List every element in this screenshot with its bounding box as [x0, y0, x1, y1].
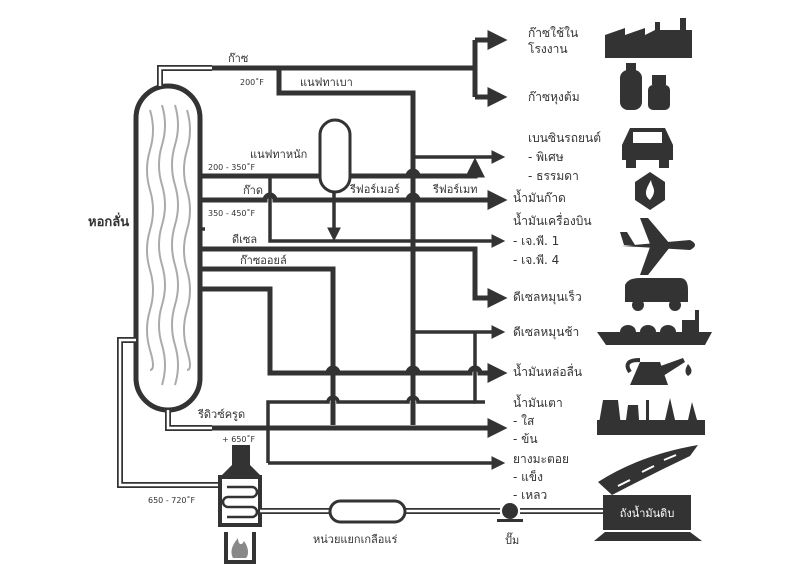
product-label: ดีเซลหมุนช้า: [513, 325, 579, 340]
column-vapor-waves: [146, 104, 191, 386]
product-label: เบนซินรถยนต์: [528, 131, 601, 145]
product-label: - ใส: [513, 414, 535, 428]
product-label: - แข็ง: [513, 469, 543, 484]
van-icon: [625, 278, 688, 311]
product-label: น้ำมันก๊าด: [513, 189, 566, 205]
lamp-flame-icon: [635, 172, 665, 210]
reformer-vessel: [318, 118, 352, 194]
gas-cylinder-icon: [620, 63, 670, 110]
crude-tank: ถังน้ำมันดิบ: [594, 495, 702, 541]
product-label: โรงงาน: [528, 42, 568, 56]
desalter-label: หน่วยแยกเกลือแร่: [313, 533, 397, 546]
product-label: น้ำมันเครื่องบิน: [513, 212, 592, 228]
power-plant-icon: [597, 398, 705, 435]
gas-oil-label: ก๊าซออยล์: [240, 254, 287, 267]
desalter-vessel: [328, 499, 407, 524]
product-label: - ธรรมดา: [528, 169, 579, 183]
diesel-label: ดีเซล: [232, 233, 257, 246]
product-label: - เจ.พี. 4: [513, 253, 559, 267]
light-naphtha-label: แนฟทาเบา: [300, 76, 353, 89]
furnace-temp: 650 - 720˚F: [148, 495, 196, 505]
gas-label: ก๊าซ: [228, 52, 249, 65]
product-label: - ข้น: [513, 432, 538, 446]
gas-temp: 200˚F: [240, 77, 264, 87]
product-labels: ก๊าซใช้ใน โรงงาน ก๊าซหุงต้ม เบนซินรถยนต์…: [513, 26, 601, 502]
heavy-naphtha-label: แนฟทาหนัก: [250, 148, 307, 161]
product-label: - พิเศษ: [528, 150, 564, 164]
product-label: ยางมะตอย: [513, 452, 569, 466]
column-label: หอกลั่น: [88, 212, 129, 230]
product-label: ก๊าซหุงต้ม: [528, 90, 580, 105]
ship-icon: [597, 310, 712, 345]
product-label: - เหลว: [513, 488, 547, 502]
reformate-label: รีฟอร์เมท: [432, 183, 478, 196]
reformer-label: รีฟอร์เมอร์: [349, 183, 400, 196]
reduced-crude-temp: + 650˚F: [222, 434, 256, 444]
pump-label: ปั๊ม: [505, 532, 519, 547]
product-label: ดีเซลหมุนเร็ว: [513, 289, 582, 305]
crude-tank-label: ถังน้ำมันดิบ: [620, 505, 675, 520]
furnace: [218, 445, 262, 564]
product-label: ก๊าซใช้ใน: [528, 26, 578, 40]
heavy-naphtha-temp: 200 - 350˚F: [208, 162, 256, 172]
road-icon: [598, 445, 698, 495]
factory-icon: [605, 18, 692, 58]
reduced-crude-label: รีดิวซ์ครูด: [197, 408, 245, 421]
oil-can-icon: [625, 358, 692, 385]
kerosene-temp: 350 - 450˚F: [208, 208, 256, 218]
product-label: น้ำมันเตา: [513, 394, 563, 410]
flame-icon: [231, 538, 249, 558]
kerosene-label: ก๊าด: [243, 184, 263, 197]
product-label: น้ำมันหล่อลื่น: [513, 363, 582, 379]
airplane-icon: [620, 218, 695, 275]
product-label: - เจ.พี. 1: [513, 234, 559, 248]
pump-icon: [502, 503, 518, 519]
car-icon: [622, 128, 673, 168]
